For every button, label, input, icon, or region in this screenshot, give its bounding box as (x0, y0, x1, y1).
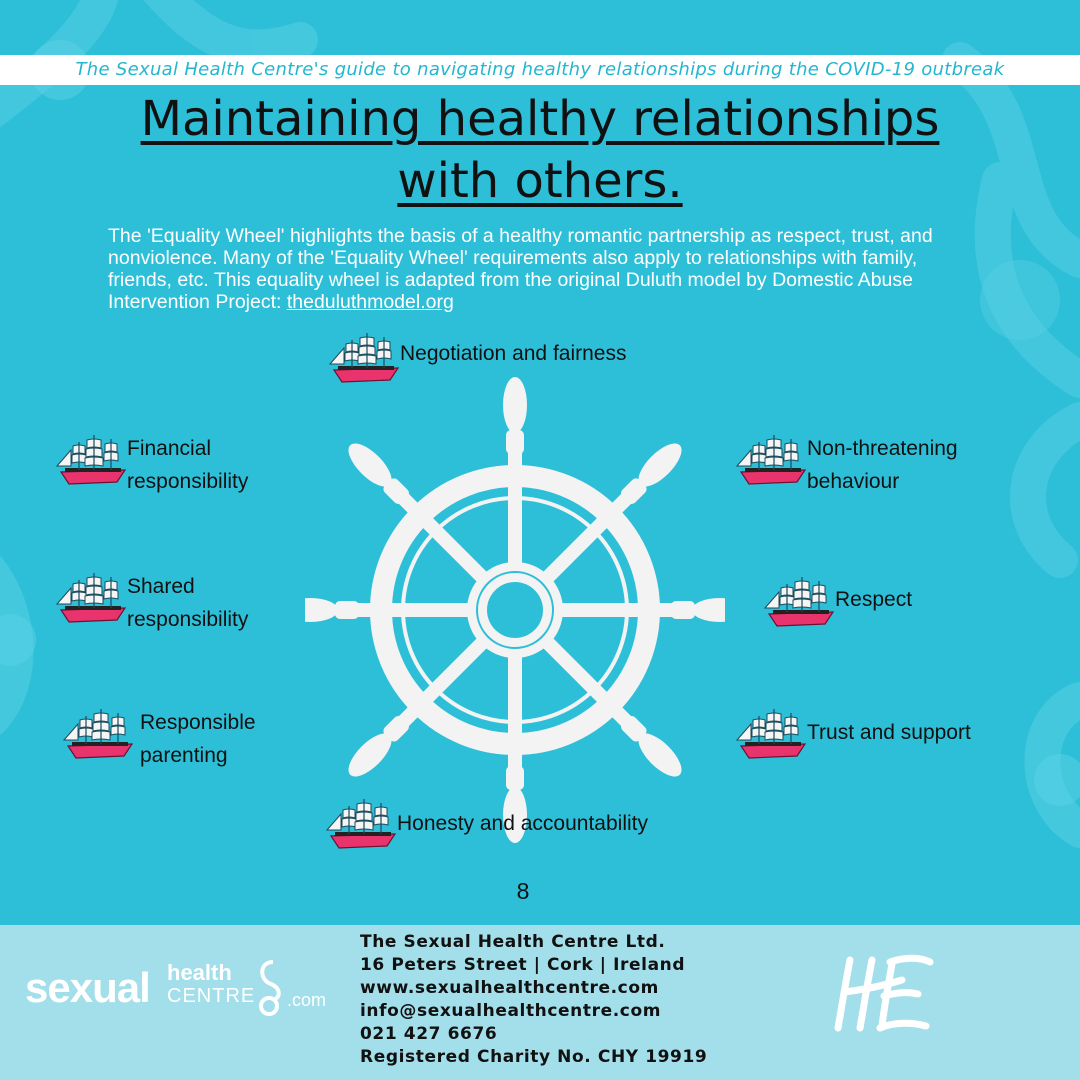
item-label: Responsible parenting (140, 711, 256, 767)
wheel-item-financial: Financial responsibility (55, 432, 248, 498)
address: 16 Peters Street | Cork | Ireland (360, 955, 686, 975)
wheel-item-negotiation: Negotiation and fairness (328, 330, 626, 386)
sailing-ship-icon (735, 432, 811, 488)
banner-subtitle: The Sexual Health Centre's guide to navi… (75, 59, 1005, 80)
intro-text: The 'Equality Wheel' highlights the basi… (108, 225, 933, 313)
charity-number: Registered Charity No. CHY 19919 (360, 1047, 708, 1067)
logo-swirl-icon (259, 960, 281, 1016)
footer (0, 925, 1080, 1080)
website-link[interactable]: www.sexualhealthcentre.com (360, 978, 659, 998)
ship-wheel-icon (305, 377, 725, 843)
title-line-1: Maintaining healthy relationships (140, 91, 940, 147)
sailing-ship-icon (325, 796, 401, 852)
phone-number: 021 427 6676 (360, 1024, 498, 1044)
sailing-ship-icon (55, 432, 131, 488)
wheel-item-trust: Trust and support (735, 706, 971, 762)
sailing-ship-icon (763, 574, 839, 630)
item-label: Negotiation and fairness (400, 342, 627, 365)
sailing-ship-icon (735, 706, 811, 762)
sailing-ship-icon (328, 330, 404, 386)
contact-block: The Sexual Health Centre Ltd. 16 Peters … (360, 931, 707, 1069)
item-label: Honesty and accountability (397, 812, 648, 835)
wheel-item-non-threatening: Non-threatening behaviour (735, 432, 958, 498)
hse-logo (834, 954, 934, 1032)
intro-paragraph: The 'Equality Wheel' highlights the basi… (108, 225, 978, 313)
item-label: Shared responsibility (127, 575, 249, 631)
page-number: 8 (516, 878, 530, 904)
title-line-2: with others. (397, 153, 683, 209)
item-label: Financial responsibility (127, 437, 249, 493)
wheel-item-parenting: Responsible parenting (62, 706, 256, 772)
wheel-item-respect: Respect (763, 574, 912, 630)
wheel-item-shared: Shared responsibility (55, 570, 248, 636)
sailing-ship-icon (62, 706, 138, 762)
sexual-health-centre-logo: sexual health CENTRE .com (25, 958, 326, 1018)
sailing-ship-icon (55, 570, 131, 626)
page-title: Maintaining healthy relationships with o… (20, 88, 1060, 212)
header-banner: The Sexual Health Centre's guide to navi… (0, 55, 1080, 85)
wheel-item-honesty: Honesty and accountability (325, 796, 648, 852)
item-label: Respect (835, 588, 913, 611)
email-link[interactable]: info@sexualhealthcentre.com (360, 1001, 662, 1021)
duluth-model-link[interactable]: theduluthmodel.org (286, 291, 454, 313)
item-label: Non-threatening behaviour (807, 437, 958, 493)
org-name: The Sexual Health Centre Ltd. (360, 932, 666, 952)
item-label: Trust and support (807, 721, 971, 744)
